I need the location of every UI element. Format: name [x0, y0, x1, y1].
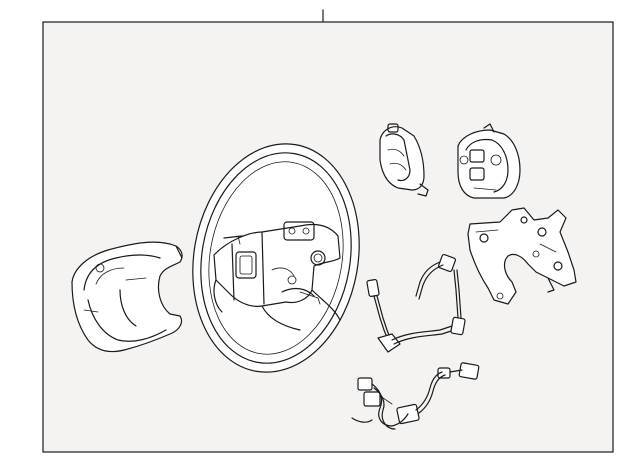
switch-left — [379, 123, 429, 197]
wiring-harness-lower — [351, 362, 480, 430]
switch-right — [457, 123, 521, 199]
mounting-bracket — [467, 207, 577, 305]
wiring-harness-upper — [366, 253, 466, 353]
lower-cover — [71, 241, 183, 353]
steering-wheel — [192, 143, 360, 373]
